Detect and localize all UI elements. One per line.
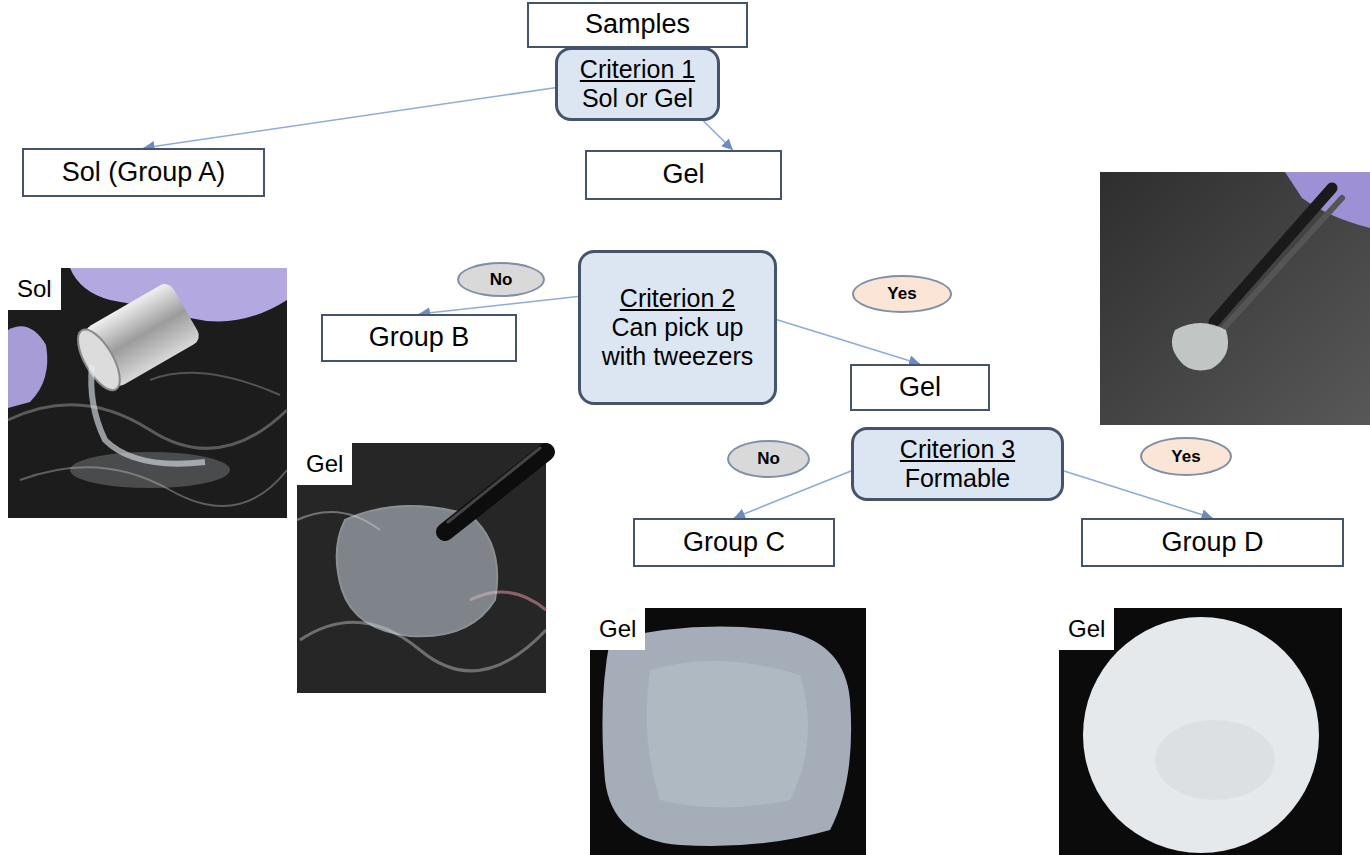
spatula-shine: [448, 448, 540, 522]
group-box: Group C: [633, 518, 835, 567]
sol-photo: [8, 268, 287, 518]
branch-arrow: [419, 297, 578, 315]
liquid-puddle: [70, 452, 230, 488]
node-text-group: Samples: [585, 9, 690, 40]
node-heading: Group C: [683, 527, 785, 558]
photo-ground: [1100, 172, 1370, 425]
answer-oval: Yes: [852, 275, 952, 313]
gel-disc: [1083, 617, 1319, 853]
node-body: Formable: [905, 464, 1011, 493]
glove: [8, 326, 47, 408]
tweezers: [1222, 198, 1342, 330]
answer-oval: No: [457, 262, 545, 297]
node-heading: Gel: [662, 159, 704, 190]
node-text-group: No: [757, 449, 780, 469]
branch-arrow: [777, 320, 920, 364]
photo-ground: [297, 443, 546, 693]
group-box: Sol (Group A): [22, 148, 265, 197]
gel-piece: [1172, 323, 1228, 370]
node-text-group: Group C: [683, 527, 785, 558]
node-heading: No: [490, 270, 513, 290]
node-text-group: Group B: [369, 322, 470, 353]
node-heading: Samples: [585, 9, 690, 40]
node-heading: Yes: [887, 284, 916, 304]
photo-ground: [590, 608, 866, 855]
node-heading: Sol (Group A): [62, 157, 226, 188]
node-body: Can pick up with tweezers: [598, 313, 758, 371]
answer-oval: No: [727, 440, 810, 478]
branch-arrow: [704, 121, 733, 150]
start-box: Samples: [527, 2, 748, 48]
photo-ground: [1059, 608, 1342, 855]
liquid-stream: [91, 365, 205, 464]
gel-shine: [647, 661, 808, 807]
branch-arrow: [734, 471, 851, 518]
group-box: Group B: [321, 314, 517, 362]
node-text-group: Criterion 3Formable: [900, 435, 1015, 493]
node-body: Sol or Gel: [582, 84, 693, 113]
node-text-group: Criterion 2Can pick up with tweezers: [598, 284, 758, 370]
group-box: Gel: [585, 150, 782, 200]
node-text-group: Criterion 1Sol or Gel: [580, 55, 695, 113]
gel-blob: [602, 627, 851, 846]
node-text-group: Group D: [1161, 527, 1263, 558]
tweezers: [1214, 188, 1332, 322]
wrap-sheen: [8, 405, 287, 449]
node-text-group: Sol (Group A): [62, 157, 226, 188]
node-heading: Criterion 3: [900, 435, 1015, 464]
group-c-photo: [590, 608, 866, 855]
group-box: Group D: [1081, 518, 1344, 567]
answer-oval: Yes: [1140, 437, 1232, 476]
node-heading: Criterion 2: [620, 284, 735, 313]
photo-label: Gel: [1059, 608, 1114, 650]
node-text-group: Yes: [887, 284, 916, 304]
branch-arrow: [144, 88, 556, 148]
node-heading: No: [757, 449, 780, 469]
node-heading: Group D: [1161, 527, 1263, 558]
gel-blob: [337, 506, 498, 636]
photo-label: Gel: [297, 443, 352, 485]
tweezers-photo: [1100, 172, 1370, 425]
wrap-sheen: [150, 373, 280, 395]
node-text-group: Gel: [662, 159, 704, 190]
criterion-box: Criterion 1Sol or Gel: [555, 47, 720, 121]
photo-ground: [8, 268, 287, 518]
gel-shade: [1155, 720, 1275, 800]
criterion-box: Criterion 2Can pick up with tweezers: [578, 250, 777, 405]
group-box: Gel: [850, 364, 990, 411]
photo-label: Sol: [8, 268, 61, 310]
photo-label: Gel: [590, 608, 645, 650]
node-text-group: No: [490, 270, 513, 290]
branch-arrow: [1064, 471, 1213, 518]
node-text-group: Yes: [1171, 447, 1200, 467]
group-d-photo: [1059, 608, 1342, 855]
node-heading: Criterion 1: [580, 55, 695, 84]
spatula: [445, 452, 546, 532]
node-heading: Group B: [369, 322, 470, 353]
node-heading: Yes: [1171, 447, 1200, 467]
criterion-box: Criterion 3Formable: [851, 427, 1064, 501]
node-heading: Gel: [899, 372, 941, 403]
node-text-group: Gel: [899, 372, 941, 403]
group-b-photo: [297, 443, 546, 693]
